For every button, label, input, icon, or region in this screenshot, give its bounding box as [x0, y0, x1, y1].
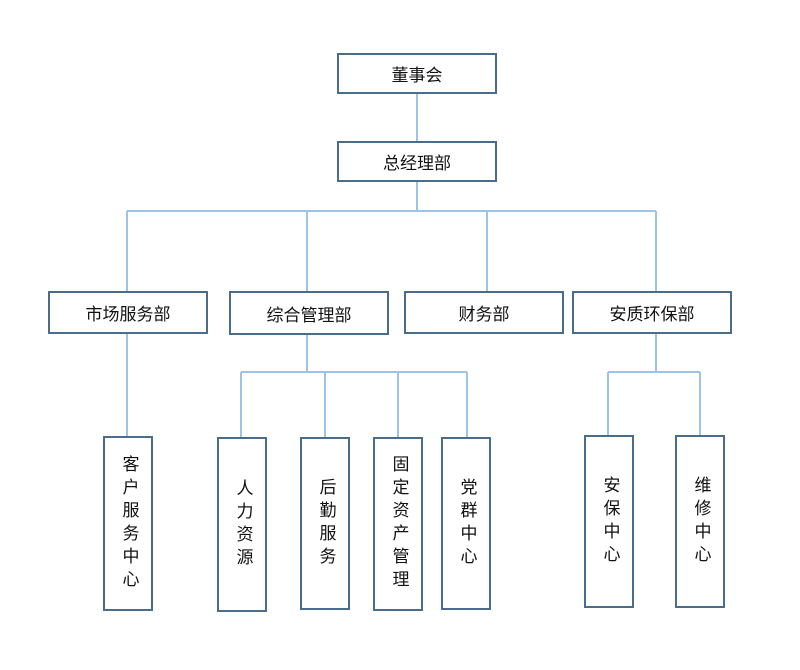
- node-fixed-asset-mgmt: 固定资产管理: [373, 437, 423, 611]
- node-logistics-service: 后勤服务: [300, 437, 350, 610]
- node-board: 董事会: [337, 53, 497, 94]
- node-general-admin-dept: 综合管理部: [229, 291, 389, 335]
- node-security-center: 安保中心: [584, 435, 634, 608]
- node-maintenance-center: 维修中心: [675, 435, 725, 608]
- node-customer-service-center: 客户服务中心: [103, 436, 153, 611]
- node-party-mass-center: 党群中心: [441, 437, 491, 610]
- node-market-service-dept: 市场服务部: [48, 291, 208, 334]
- node-human-resources: 人力资源: [217, 437, 267, 612]
- node-general-manager: 总经理部: [337, 141, 497, 182]
- node-finance-dept: 财务部: [404, 291, 564, 334]
- node-safety-env-dept: 安质环保部: [572, 291, 732, 334]
